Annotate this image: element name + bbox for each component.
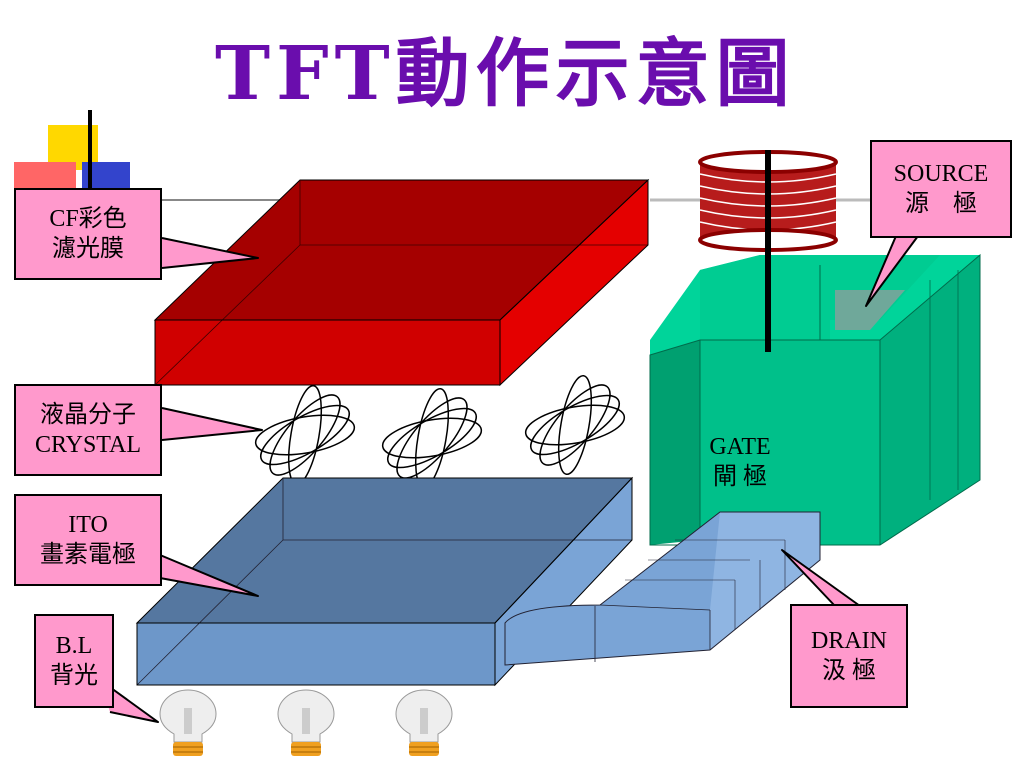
callout-line: 汲 極 (822, 658, 876, 684)
drain-callout: DRAIN 汲 極 (790, 604, 908, 708)
backlight-bulb-icon (159, 689, 217, 756)
callout-line: 背光 (50, 663, 98, 689)
gate-label-line: GATE (709, 434, 771, 460)
callout-line: CF彩色 (49, 206, 127, 232)
source-coil-icon (698, 150, 838, 352)
callout-line: DRAIN (811, 628, 887, 654)
callout-line: 源 極 (905, 191, 977, 217)
backlight-callout: B.L 背光 (34, 614, 114, 708)
callout-line: 濾光膜 (52, 236, 124, 262)
cf-color-filter-slab (153, 178, 650, 387)
ito-callout: ITO 畫素電極 (14, 494, 162, 586)
backlight-bulb-icon (277, 689, 335, 756)
callout-line: B.L (55, 633, 93, 659)
cf-filter-callout: CF彩色 濾光膜 (14, 188, 162, 280)
ito-pixel-electrode-slab (135, 476, 634, 687)
gate-label: GATE 閘 極 (700, 432, 780, 492)
callout-pointers (99, 235, 919, 723)
callout-line: 畫素電極 (40, 542, 136, 568)
gate-label-line: 閘 極 (713, 464, 767, 490)
callout-line: CRYSTAL (34, 432, 142, 458)
callout-line: 液晶分子 (40, 402, 136, 428)
source-callout: SOURCE 源 極 (870, 140, 1012, 238)
liquid-crystal-molecule-icon (524, 374, 626, 476)
callout-line: SOURCE (893, 161, 989, 187)
page-title: TFT動作示意圖 (215, 31, 796, 117)
liquid-crystal-molecule-icon (254, 384, 356, 486)
callout-line: ITO (68, 512, 108, 538)
crystal-callout: 液晶分子 CRYSTAL (14, 384, 162, 476)
drain-strip (504, 511, 821, 666)
liquid-crystal-molecule-icon (381, 387, 483, 489)
gate-block (649, 253, 981, 546)
backlight-bulb-icon (395, 689, 453, 756)
